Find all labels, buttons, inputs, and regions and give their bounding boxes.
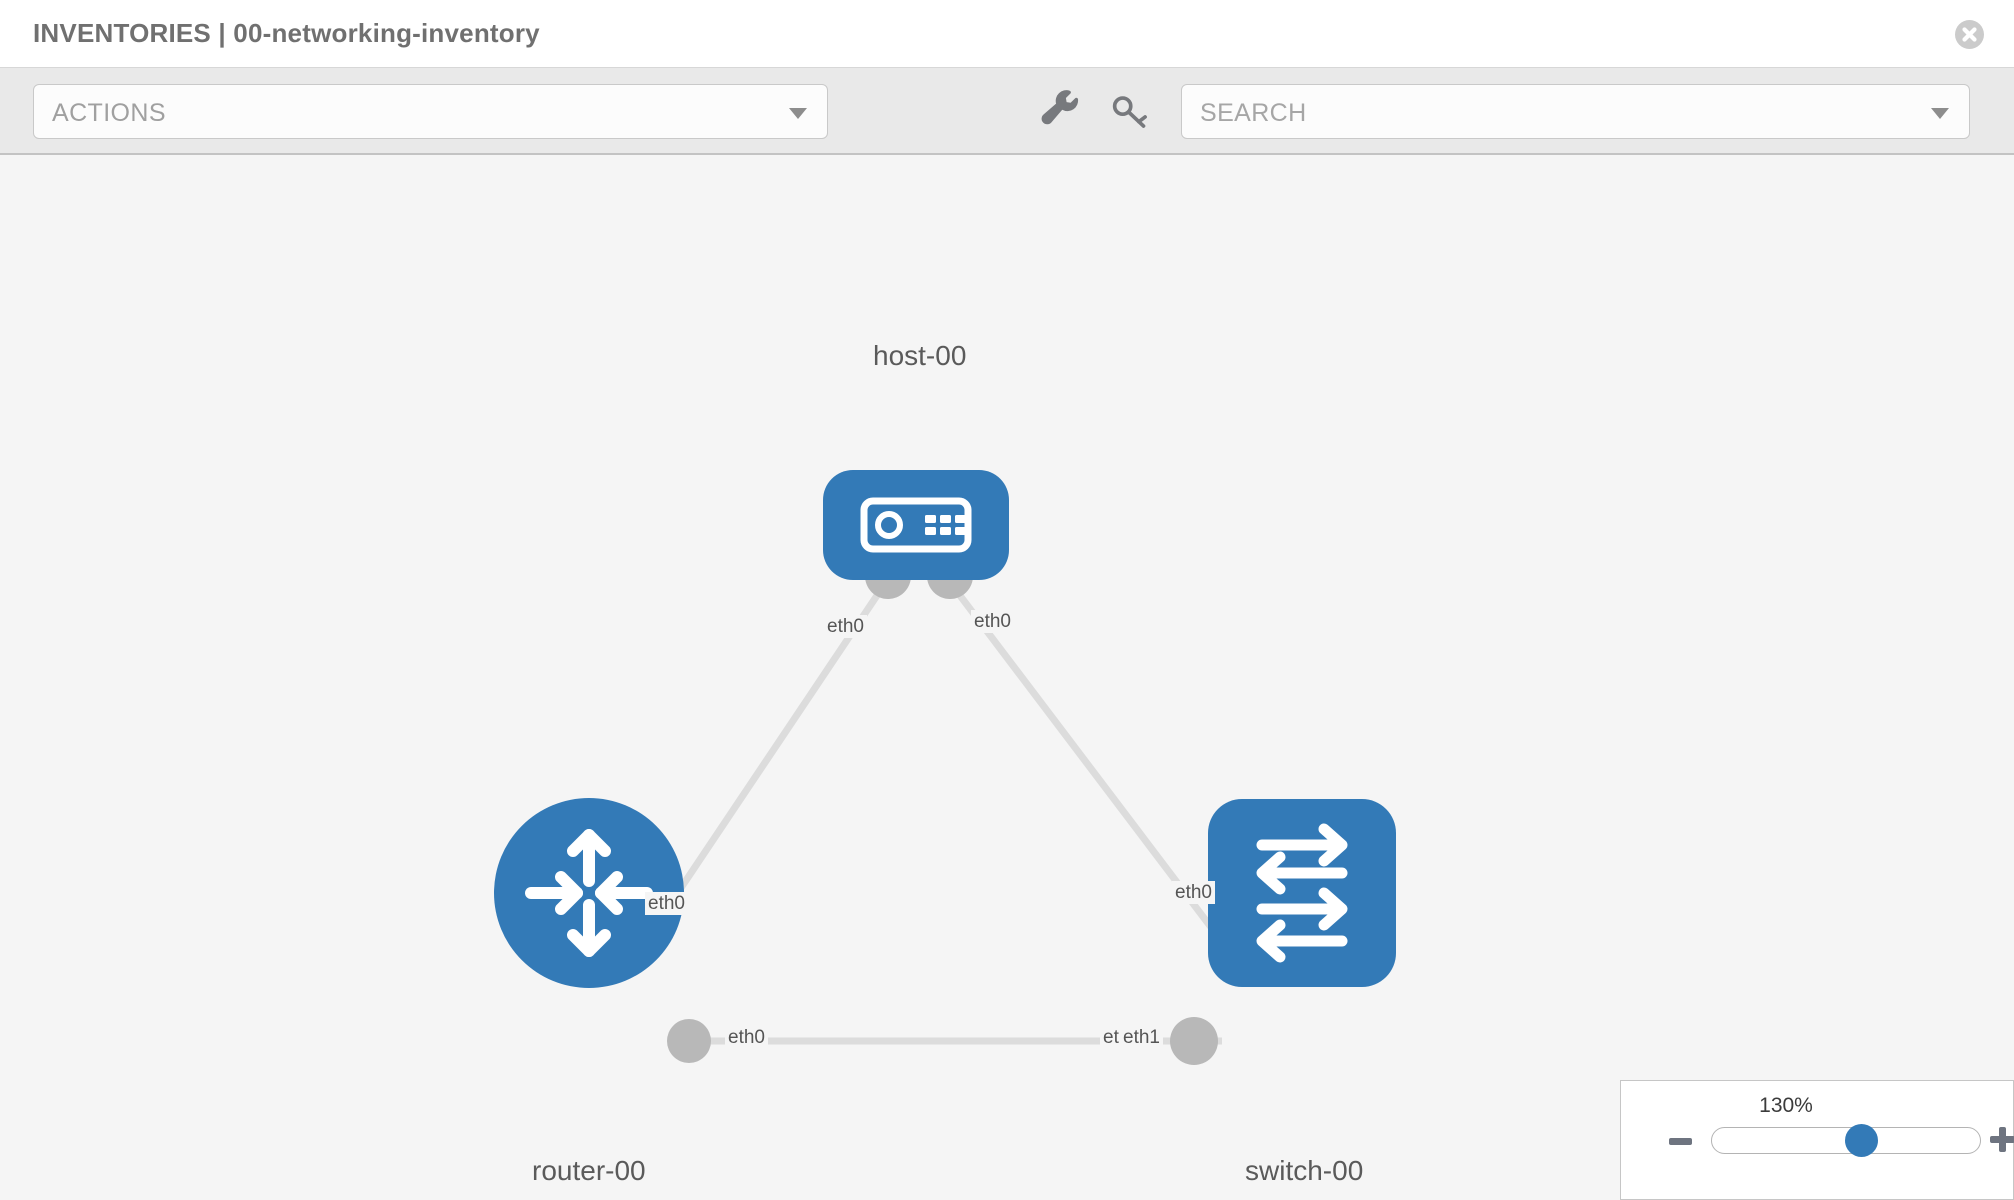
zoom-level-value: 130% [1759,1094,1813,1117]
node-router-00 [494,798,684,988]
chevron-down-icon[interactable] [1931,108,1949,119]
node-label-host-00: host-00 [870,340,970,372]
node-switch-00 [1208,799,1396,987]
minus-icon[interactable] [1669,1138,1692,1145]
wrench-icon[interactable] [1040,90,1082,132]
port-router-east [667,1019,711,1063]
page-title: INVENTORIES | 00-networking-inventory [33,18,540,48]
plus-icon[interactable] [1990,1127,2014,1152]
interface-label: eth0 [725,1026,768,1049]
interface-label: eth0 [824,615,867,638]
node-label-router-00: router-00 [529,1155,649,1187]
topology-canvas[interactable]: host-00 router-00 switch-00 eth0 eth0 et… [0,155,2014,1200]
search-input[interactable]: SEARCH [1181,84,1970,139]
close-icon[interactable] [1955,20,1984,49]
server-icon [860,497,972,553]
topology-ports [667,553,1256,1065]
node-host-00 [823,470,1009,580]
zoom-control-panel: 130% [1620,1080,2014,1200]
zoom-slider-thumb[interactable] [1845,1124,1878,1157]
actions-dropdown[interactable]: ACTIONS [33,84,828,139]
interface-label: eth0 [645,892,688,915]
node-label-switch-00: switch-00 [1242,1155,1367,1187]
switch-arrows-icon [1256,823,1348,963]
interface-label: eth0 [1172,881,1215,904]
port-switch-west [1170,1017,1218,1065]
interface-label: eth1 [1120,1026,1163,1049]
page-header: INVENTORIES | 00-networking-inventory [0,0,2014,68]
toolbar: ACTIONS SEARCH [0,68,2014,155]
interface-label: eth0 [971,610,1014,633]
key-icon[interactable] [1108,90,1150,132]
chevron-down-icon [789,108,807,119]
topology-links [633,582,1235,1045]
router-arrows-icon [525,829,653,957]
actions-dropdown-label: ACTIONS [52,99,166,127]
topology-svg [494,470,1396,1065]
search-placeholder: SEARCH [1200,99,1307,127]
